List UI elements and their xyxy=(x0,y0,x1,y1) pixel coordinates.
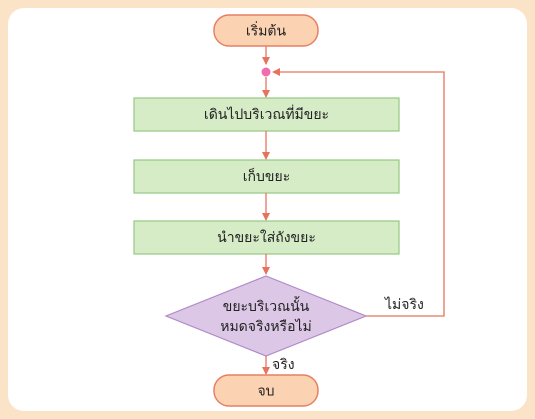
step2-label: เก็บขยะ xyxy=(243,167,290,185)
step1-label: เดินไปบริเวณที่มีขยะ xyxy=(204,105,329,123)
decision-label-line1: ขยะบริเวณนั้น xyxy=(223,296,310,315)
step3-label: นำขยะใส่ถังขยะ xyxy=(217,229,316,246)
no-edge-label: ไม่จริง xyxy=(384,296,424,313)
arrow-loop-back xyxy=(272,68,445,317)
start-label: เริ่มต้น xyxy=(246,22,287,40)
end-node: จบ xyxy=(213,374,319,407)
start-node: เริ่มต้น xyxy=(213,14,319,47)
process-step-3: นำขยะใส่ถังขยะ xyxy=(133,220,400,255)
decision-node: ขยะบริเวณนั้น หมดจริงหรือไม่ xyxy=(164,275,368,357)
process-step-2: เก็บขยะ xyxy=(133,159,400,194)
process-step-1: เดินไปบริเวณที่มีขยะ xyxy=(133,97,400,132)
connector-dot xyxy=(261,67,271,77)
decision-label-line2: หมดจริงหรือไม่ xyxy=(220,318,312,335)
end-label: จบ xyxy=(257,384,274,400)
yes-edge-label: จริง xyxy=(272,357,295,373)
